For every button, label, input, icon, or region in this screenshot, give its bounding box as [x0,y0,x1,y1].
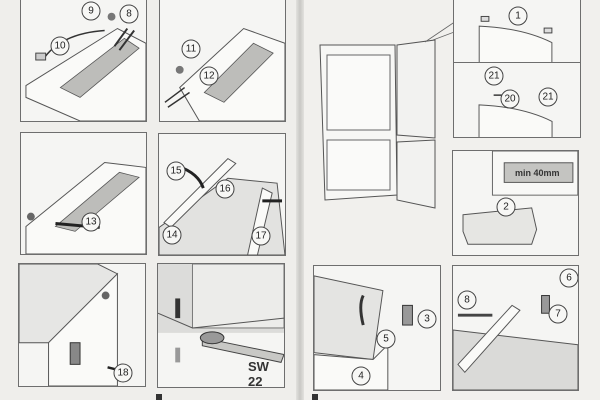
step-panel-remove-hinge-top: 9 8 10 [20,0,147,122]
callout-14: 14 [162,225,182,245]
left-page-number [156,394,162,400]
callout-9: 9 [81,1,101,21]
page-spine [296,0,304,400]
step-panel-move-hinge: 6 7 8 [452,265,579,391]
hinge-fitting-illustration [164,27,285,121]
callout-16: 16 [215,179,235,199]
callout-1: 1 [508,6,528,26]
callout-20: 20 [500,89,520,109]
adjust-foot-illustration [158,264,284,363]
callout-11: 11 [181,39,201,59]
cover-illustration [25,161,146,254]
step-panel-cover: 13 [20,132,147,255]
fridge-overview-illustration [319,14,465,209]
step-panel-door-mount: 15 16 14 17 [158,133,286,256]
callout-7: 7 [548,304,568,324]
callout-18: 18 [113,363,133,383]
right-page-number [312,394,318,400]
wrench-size-label: SW 22 [248,359,269,388]
callout-5: 5 [376,329,396,349]
step-panel-adjust-foot: SW 22 [157,263,285,388]
remove-caps-illustration [478,15,553,62]
step-panel-swap-caps: 21 20 21 [453,62,581,138]
ventilation-illustration [462,151,578,245]
callout-12: 12 [199,66,219,86]
callout-17: 17 [251,226,271,246]
callout-8: 8 [457,290,477,310]
callout-21-left: 21 [484,66,504,86]
callout-6: 6 [559,268,578,288]
move-hinge-illustration [453,295,578,390]
min-clearance-label: min 40mm [515,168,560,178]
callout-8: 8 [119,4,139,24]
hinge-removal-illustration [25,12,146,121]
callout-4: 4 [351,366,371,386]
step-panel-refit-hinge: 11 12 [159,0,286,122]
callout-10: 10 [50,36,70,56]
callout-21-right: 21 [538,87,558,107]
step-panel-door-hinge: 18 [18,263,146,387]
step-panel-remove-door: 3 4 5 [313,265,441,391]
callout-13: 13 [81,212,101,232]
step-panel-remove-caps: 1 [453,0,581,63]
callout-15: 15 [166,161,186,181]
remove-door-illustration [314,275,413,390]
callout-2: 2 [496,197,516,217]
step-panel-ventilation: min 40mm 2 [452,150,579,256]
callout-3: 3 [417,309,437,329]
